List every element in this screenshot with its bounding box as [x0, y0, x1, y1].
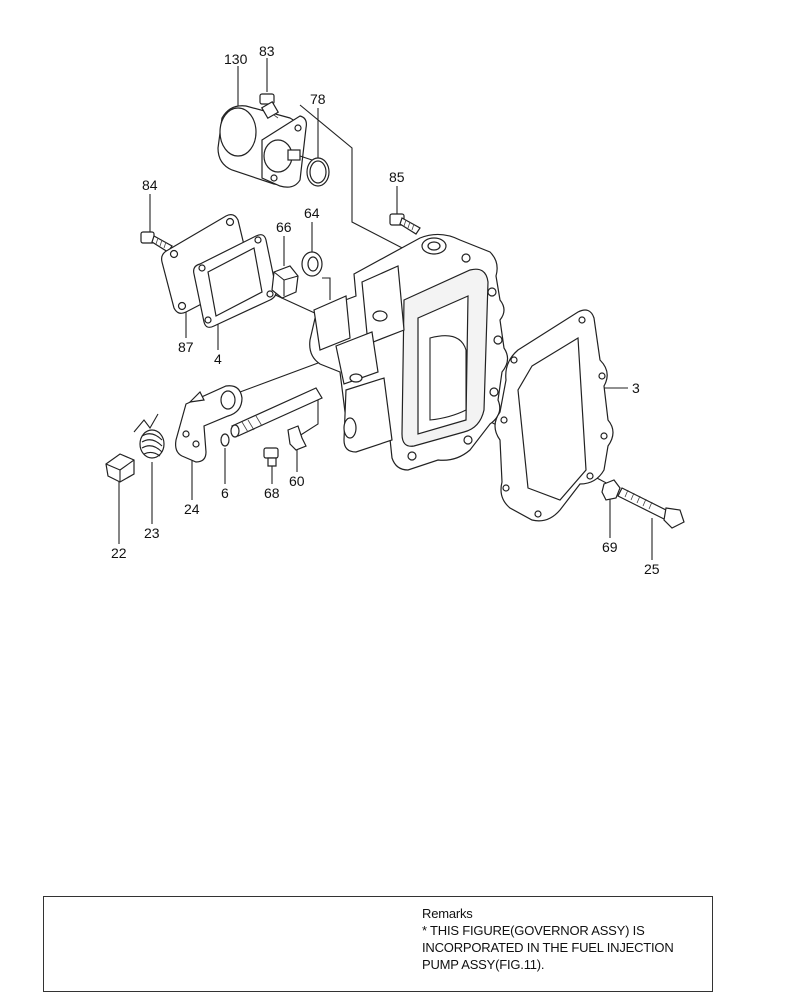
- bolt-85: [389, 213, 421, 235]
- remarks-line-2: INCORPORATED IN THE FUEL INJECTION: [422, 940, 674, 955]
- label-85: 85: [389, 169, 405, 185]
- label-68: 68: [264, 485, 280, 501]
- label-24: 24: [184, 501, 200, 517]
- label-69: 69: [602, 539, 618, 555]
- bolt-25: [617, 487, 685, 529]
- solenoid-130: [217, 105, 313, 188]
- part-labels: 130 83 78 84 85 64 66 87 4 3 24 6 68 60 …: [111, 43, 660, 577]
- label-83: 83: [259, 43, 275, 59]
- plate-60: [287, 425, 307, 451]
- label-87: 87: [178, 339, 194, 355]
- spring-23: [133, 413, 165, 459]
- label-4: 4: [214, 351, 222, 367]
- gasket-3: [494, 309, 614, 522]
- governor-housing: [309, 233, 509, 471]
- bolt-68: [263, 447, 279, 467]
- remarks-text: Remarks * THIS FIGURE(GOVERNOR ASSY) IS …: [422, 905, 714, 973]
- washer-64: [301, 251, 323, 277]
- exploded-parts-diagram: 130 83 78 84 85 64 66 87 4 3 24 6 68 60 …: [105, 43, 685, 577]
- lever-24: [175, 385, 243, 463]
- nut-69: [601, 479, 621, 501]
- label-64: 64: [304, 205, 320, 221]
- gasket-4: [193, 234, 277, 328]
- plug-66: [271, 265, 299, 299]
- label-130: 130: [224, 51, 248, 67]
- label-22: 22: [111, 545, 127, 561]
- shaft: [230, 387, 323, 438]
- remarks-box: Remarks * THIS FIGURE(GOVERNOR ASSY) IS …: [43, 896, 713, 992]
- o-ring-6: [220, 433, 230, 447]
- label-78: 78: [310, 91, 326, 107]
- remarks-line-3: PUMP ASSY(FIG.11).: [422, 957, 545, 972]
- label-84: 84: [142, 177, 158, 193]
- label-6: 6: [221, 485, 229, 501]
- label-25: 25: [644, 561, 660, 577]
- label-23: 23: [144, 525, 160, 541]
- label-66: 66: [276, 219, 292, 235]
- remarks-heading: Remarks: [422, 906, 473, 921]
- bolt-84: [140, 231, 173, 253]
- plug-22: [105, 453, 135, 483]
- remarks-line-1: * THIS FIGURE(GOVERNOR ASSY) IS: [422, 923, 645, 938]
- bolt-83: [259, 93, 280, 120]
- label-3: 3: [632, 380, 640, 396]
- label-60: 60: [289, 473, 305, 489]
